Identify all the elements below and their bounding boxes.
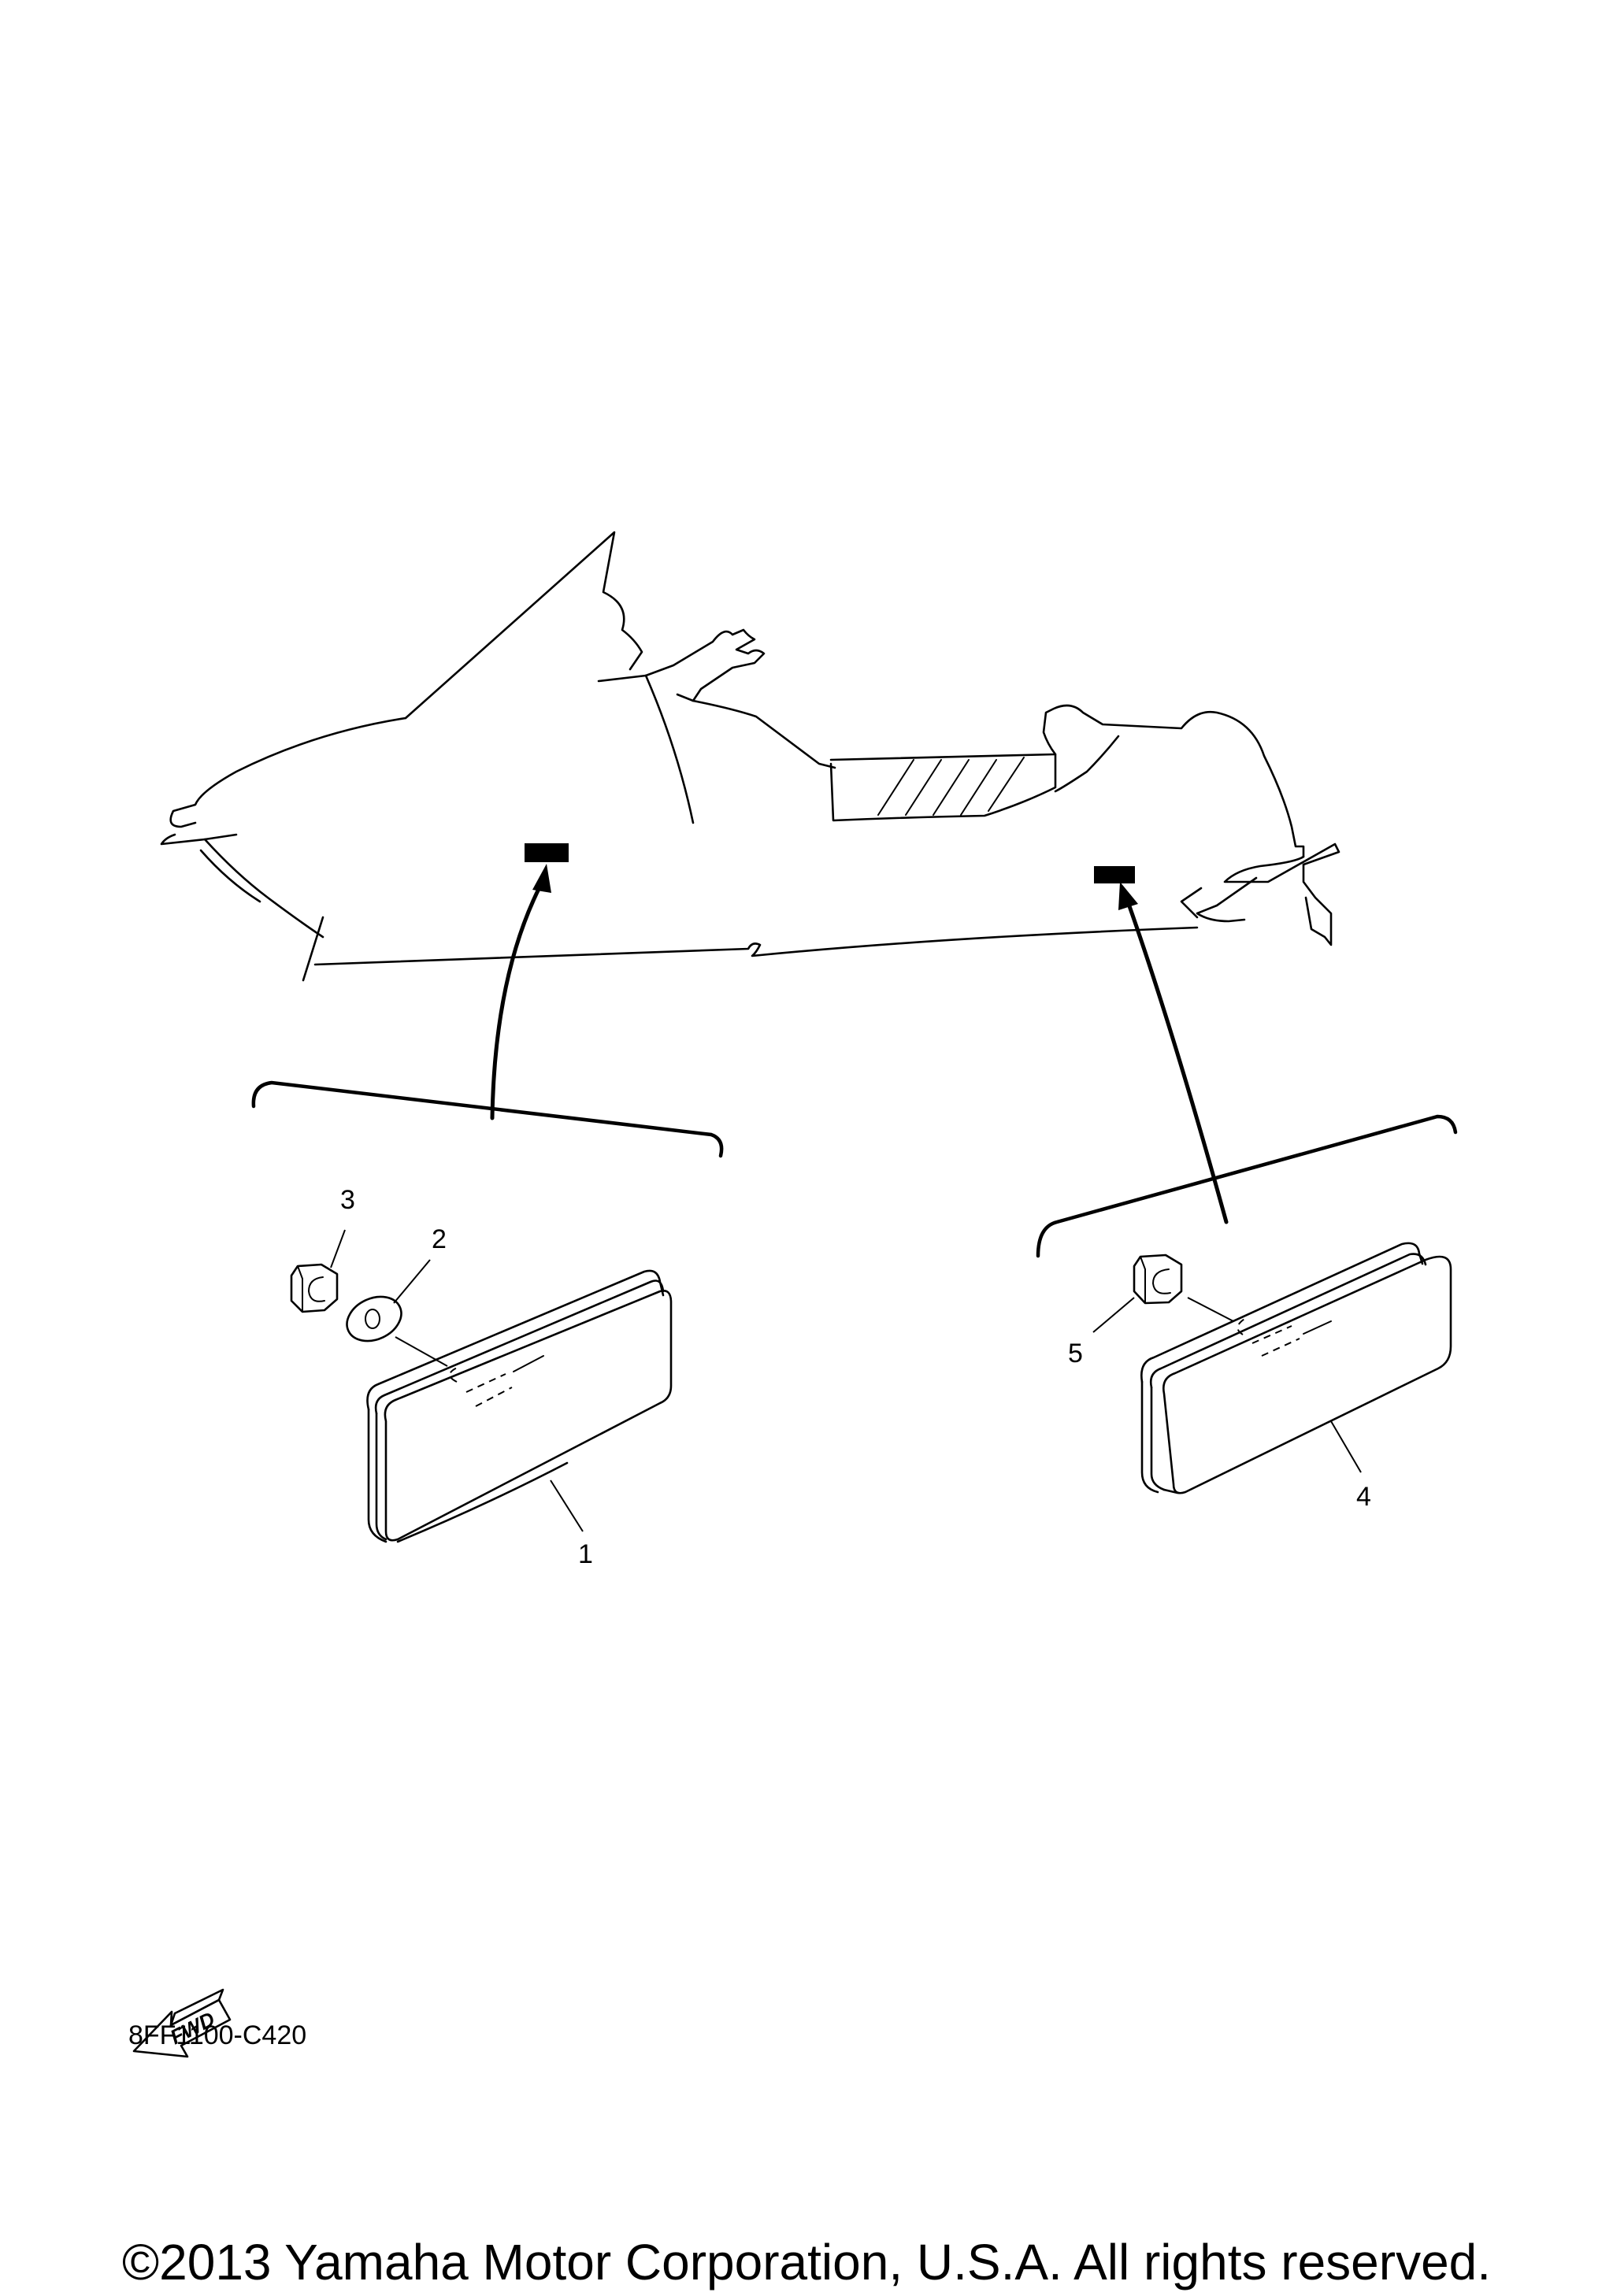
reflector-right <box>1140 1242 1452 1494</box>
reflector-left <box>366 1269 673 1543</box>
diagram-code: 8FF1100-C420 <box>128 2020 307 2050</box>
decal-location-rear <box>1094 866 1135 883</box>
leader-5 <box>1092 1297 1135 1333</box>
callout-1: 1 <box>578 1539 593 1569</box>
arrow-stem-rear <box>1126 902 1229 1224</box>
copyright-notice: ©2013 Yamaha Motor Corporation, U.S.A. A… <box>121 2234 1492 2290</box>
callout-5: 5 <box>1068 1339 1083 1368</box>
arrow-head-rear <box>1118 882 1138 910</box>
leader-reflector-left <box>395 1336 448 1367</box>
leader-2 <box>393 1259 431 1304</box>
leader-4 <box>1330 1420 1362 1473</box>
leader-3 <box>330 1229 346 1268</box>
callout-4: 4 <box>1356 1482 1371 1512</box>
arrow-head-front <box>532 864 551 893</box>
washer-left <box>346 1295 402 1342</box>
leader-1 <box>550 1479 584 1532</box>
snowmobile-outline <box>160 531 1340 982</box>
arrow-stem-front <box>490 883 543 1120</box>
decal-location-front <box>525 843 569 862</box>
nut-left <box>290 1263 339 1313</box>
nut-right <box>1133 1254 1183 1305</box>
callout-2: 2 <box>432 1224 447 1254</box>
bracket-right <box>1036 1114 1458 1258</box>
bracket-left <box>251 1080 724 1158</box>
callout-3: 3 <box>340 1185 355 1215</box>
leader-reflector-right <box>1187 1297 1234 1322</box>
